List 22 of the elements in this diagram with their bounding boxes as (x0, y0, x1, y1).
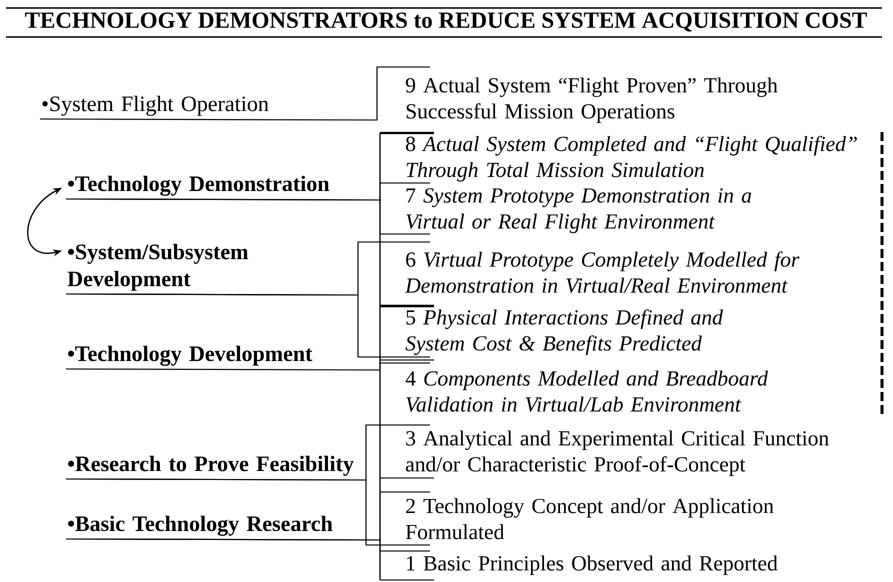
level-text: 4 Components Modelled and Breadboard Validation in Virtual/Lab Environment (406, 370, 768, 412)
level-text: 3 Analytical and Experimental Critical Function and/or Characteristic Proof-of-Concept (406, 430, 829, 476)
category-label: •Technology Development (68, 346, 312, 366)
level-text: 2 Technology Concept and/or Application Formulated (406, 498, 774, 540)
bracket-connector (66, 198, 430, 235)
bracket-connector (66, 293, 430, 358)
category-label: •System/Subsystem Development (68, 244, 248, 291)
level-text: 6 Virtual Prototype Completely Modelled for Demonstration in Virtual/Real Environment (404, 251, 800, 293)
level-text: 5 Physical Interactions Defined and System Cost & Benefits Predicted (405, 309, 723, 356)
level-text: 9 Actual System “Flight Proven” Through Successful Mission Operations (406, 77, 778, 123)
category-label: •Technology Demonstration (68, 176, 330, 196)
category-label: •Research to Prove Feasibility (68, 456, 354, 476)
level-text: 1 Basic Principles Observed and Reported (407, 555, 778, 575)
bracket-connector (66, 538, 430, 552)
bracket-connector (66, 362, 430, 371)
level-text: 8 Actual System Completed and “Flight Qualified” Through Total Mission Simulation (406, 136, 857, 182)
category-label: •Basic Technology Research (68, 516, 332, 536)
bracket-connector (40, 66, 430, 121)
bracket-connector (66, 478, 430, 546)
level-text: 7 System Prototype Demonstration in a Virtual or Real Flight Environment (406, 188, 752, 234)
category-label: •System Flight Operation (42, 96, 269, 116)
title: TECHNOLOGY DEMONSTRATORS to REDUCE SYSTEM ACQUISITION COST (25, 12, 867, 32)
